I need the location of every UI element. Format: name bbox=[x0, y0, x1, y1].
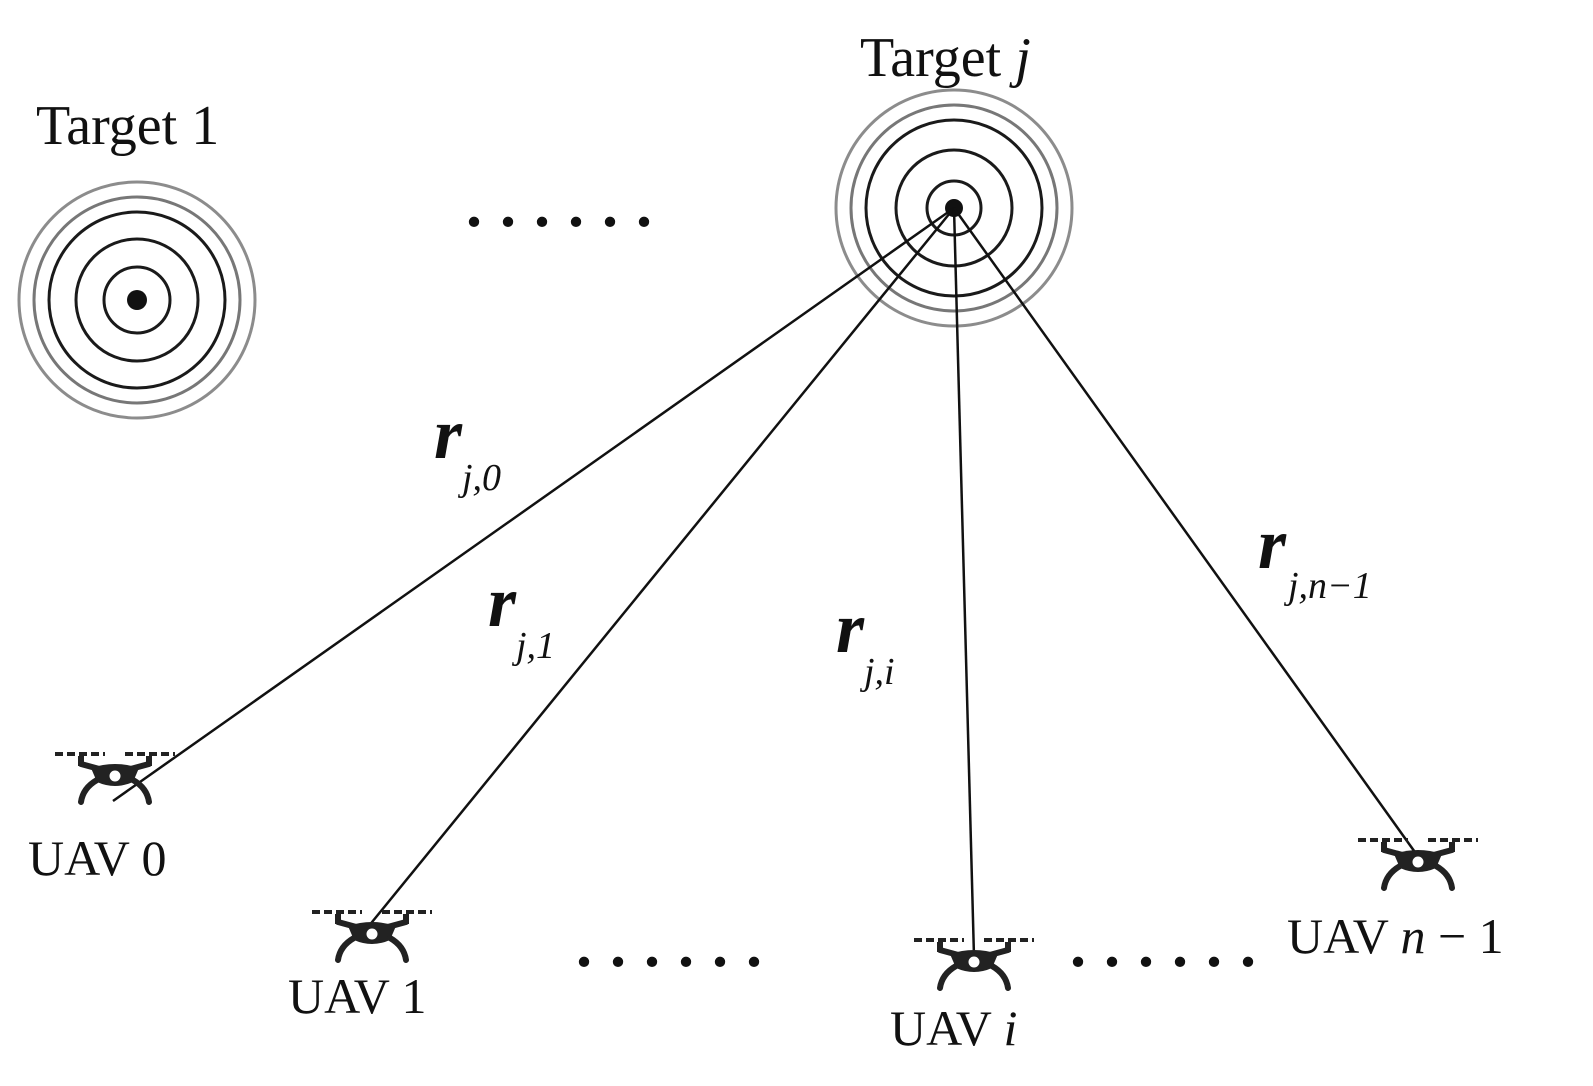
target-1-rings-icon bbox=[17, 180, 257, 420]
line-r-j-i bbox=[952, 207, 976, 958]
svg-text:r: r bbox=[1258, 504, 1287, 584]
uav-0-label: UAV 0 bbox=[28, 830, 166, 886]
svg-text:j,0: j,0 bbox=[457, 457, 501, 499]
uav-n-1-drone-icon bbox=[1358, 840, 1478, 888]
range-label-r-j-1: r j,1 bbox=[488, 562, 555, 667]
line-r-j-n-1 bbox=[952, 207, 1419, 856]
uav-1-drone-icon bbox=[312, 912, 432, 960]
svg-text:r: r bbox=[434, 394, 463, 474]
uav-i-label: UAV i bbox=[890, 1000, 1017, 1056]
target-1-label: Target 1 bbox=[36, 95, 219, 157]
ellipsis-targets: ...... bbox=[466, 169, 670, 240]
uav-1-label: UAV 1 bbox=[288, 968, 426, 1024]
uav-0-drone-icon bbox=[55, 754, 175, 802]
ellipsis-uavs-right: ...... bbox=[1070, 909, 1274, 980]
svg-text:j,n−1: j,n−1 bbox=[1283, 565, 1372, 607]
range-label-r-j-n-1: r j,n−1 bbox=[1258, 504, 1372, 607]
line-r-j-0 bbox=[112, 206, 955, 803]
svg-text:j,1: j,1 bbox=[511, 625, 555, 667]
target-j-label: Target j bbox=[860, 27, 1031, 89]
svg-text:j,i: j,i bbox=[859, 651, 895, 693]
svg-text:r: r bbox=[836, 588, 865, 668]
svg-text:r: r bbox=[488, 562, 517, 642]
range-label-r-j-0: r j,0 bbox=[434, 394, 501, 499]
line-r-j-1 bbox=[367, 207, 955, 928]
range-label-r-j-i: r j,i bbox=[836, 588, 895, 693]
ellipsis-uavs-left: ...... bbox=[576, 909, 780, 980]
range-lines bbox=[112, 206, 1419, 958]
uav-n-1-label: UAV n − 1 bbox=[1287, 908, 1504, 964]
